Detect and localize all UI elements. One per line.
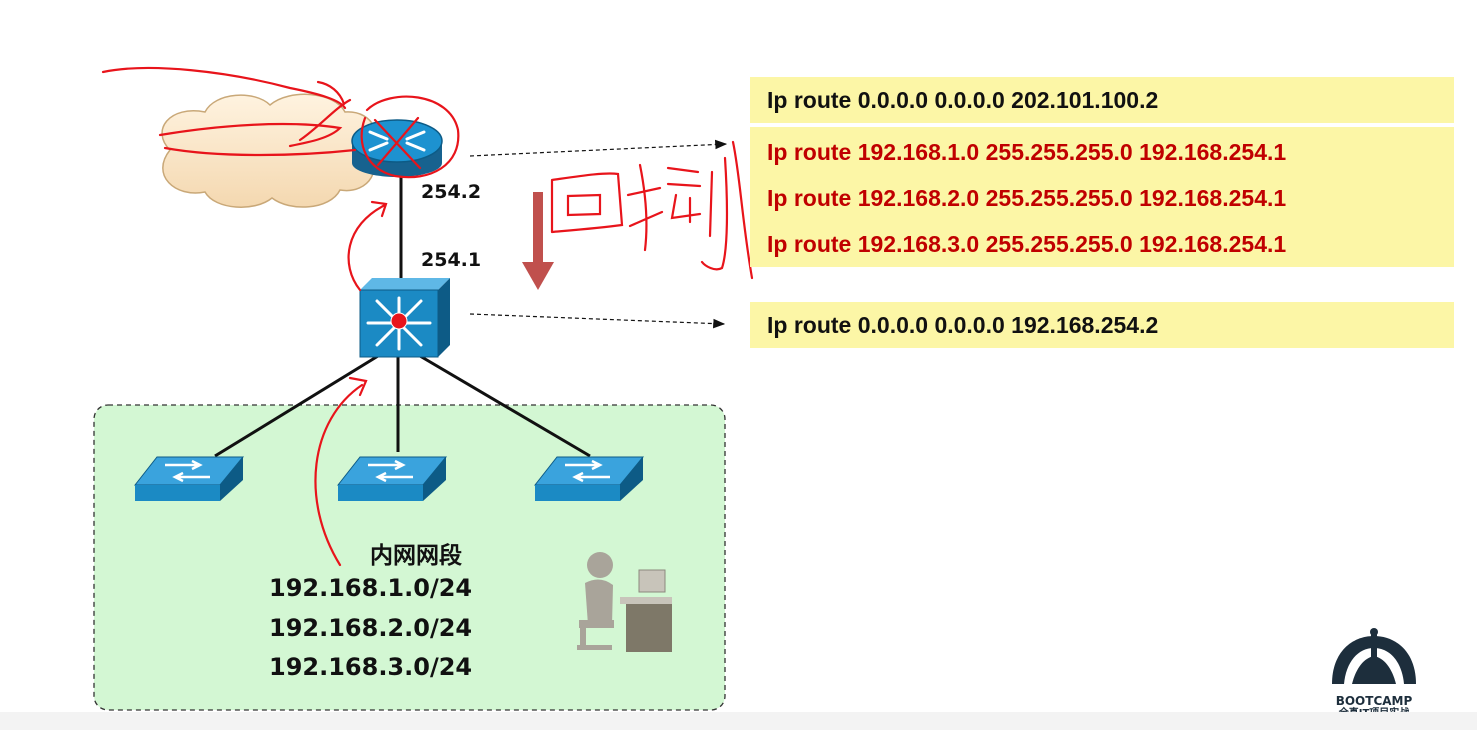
bottom-strip: [0, 712, 1477, 730]
layer3-switch-icon: [359, 278, 450, 358]
router-icon: [351, 119, 443, 177]
subnet-label: 192.168.3.0/24: [269, 653, 473, 681]
border-default-route-box: Ip route 0.0.0.0 0.0.0.0 202.101.100.2: [750, 77, 1454, 123]
scribble-arrow: [163, 146, 357, 157]
border-back-route: Ip route 192.168.2.0 255.255.255.0 192.1…: [767, 185, 1287, 211]
handwritten-char: [626, 156, 729, 271]
border-back-route: Ip route 192.168.3.0 255.255.255.0 192.1…: [767, 231, 1287, 257]
bootcamp-logo: BOOTCAMP 全真IT项目实战: [1322, 626, 1426, 722]
subnet-label: 192.168.1.0/24: [269, 574, 473, 602]
router-cross-mark: [373, 116, 422, 170]
core-route-arrow: [469, 313, 726, 329]
handwritten-char: [550, 172, 624, 234]
router-ip-label: 254.2: [421, 181, 482, 203]
scribble-arrow: [101, 66, 347, 110]
switch-icon: [336, 456, 448, 501]
down-arrow-icon: [522, 192, 554, 290]
router-route-arrow: [469, 139, 728, 157]
curved-arrow-up: [370, 200, 388, 218]
core-switch-right-link: [419, 354, 591, 458]
bracket-mark: [731, 140, 754, 280]
curved-arrow-up: [347, 203, 387, 292]
bootcamp-logo-icon: [1332, 628, 1416, 684]
router-circle-mark: [360, 95, 460, 179]
handwritten-annotations: [101, 66, 754, 567]
logo-name: BOOTCAMP: [1335, 694, 1413, 708]
switch-icon: [133, 456, 245, 501]
scribble-arrow: [298, 98, 352, 142]
border-back-route: Ip route 192.168.1.0 255.255.255.0 192.1…: [767, 139, 1287, 165]
lan-title: 内网网段: [370, 543, 462, 569]
core-default-route-box: Ip route 0.0.0.0 0.0.0.0 192.168.254.2: [750, 302, 1454, 348]
links: [214, 176, 591, 458]
core-ip-label: 254.1: [421, 249, 482, 271]
border-default-route: Ip route 0.0.0.0 0.0.0.0 202.101.100.2: [767, 87, 1159, 113]
scribble-arrow: [316, 80, 346, 106]
curved-arrow-up: [348, 376, 368, 397]
switch-icon: [533, 456, 645, 501]
border-back-route-box: Ip route 192.168.1.0 255.255.255.0 192.1…: [750, 127, 1454, 267]
subnet-label: 192.168.2.0/24: [269, 614, 473, 642]
core-default-route: Ip route 0.0.0.0 0.0.0.0 192.168.254.2: [767, 312, 1159, 338]
user-workstation-icon: [577, 552, 672, 652]
curved-arrow-up: [314, 383, 364, 567]
core-switch-left-link: [214, 354, 379, 458]
